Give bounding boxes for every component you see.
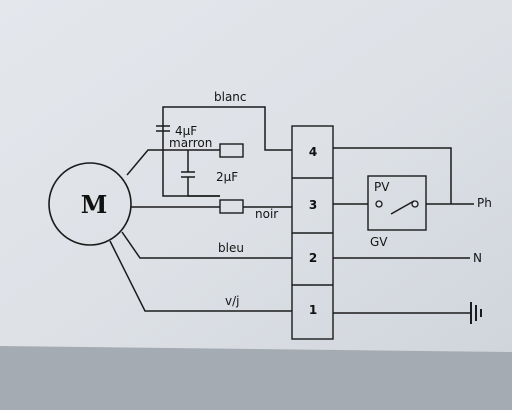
earth-ground-icon	[470, 302, 482, 324]
wire-noir: noir	[131, 199, 292, 221]
motor: M	[48, 162, 132, 246]
wire-blanc-label: blanc	[214, 90, 247, 104]
wire-bleu-line	[121, 231, 292, 259]
terminal-block: 4 3 2 1	[291, 125, 334, 340]
motor-circle	[48, 162, 132, 246]
wire-bleu: bleu	[121, 231, 292, 259]
neutral-label: N	[473, 251, 482, 265]
switch-pv-label: PV	[374, 180, 390, 194]
wire-noir-label: noir	[255, 207, 278, 221]
wire-blanc: blanc	[162, 90, 292, 151]
wire-terminal4-to-ph	[333, 147, 452, 204]
capacitor-2uf-label: 2µF	[216, 170, 238, 184]
wire-marron-line	[126, 149, 220, 176]
switch-gv-label: GV	[370, 235, 388, 249]
wire-marron-label: marron	[169, 136, 212, 150]
speed-switch: PV GV	[367, 175, 427, 249]
paper-sheet	[0, 0, 512, 352]
terminal-4-label: 4	[309, 145, 317, 159]
wire-marron: marron	[126, 136, 244, 176]
switch-lever	[390, 200, 415, 215]
wire-blanc-line	[162, 106, 292, 151]
terminal-3-label: 3	[309, 198, 317, 212]
switch-contact	[375, 200, 383, 208]
capacitor-loop-wire	[162, 150, 220, 197]
supply-wiring	[333, 147, 474, 314]
capacitor-4uf-label: 4µF	[175, 124, 197, 138]
switch-frame	[367, 175, 427, 231]
motor-label: M	[81, 190, 108, 219]
switch-contact	[411, 200, 419, 208]
wire-bleu-label: bleu	[218, 241, 244, 255]
wire-vj: v/j	[109, 240, 292, 312]
connector-marron	[219, 143, 244, 158]
phase-label: Ph	[477, 196, 492, 210]
terminal-2-label: 2	[309, 251, 317, 265]
capacitor-4uf: 4µF	[156, 124, 197, 138]
wire-vj-line	[109, 240, 292, 312]
wire-vj-label: v/j	[225, 294, 239, 308]
terminal-1-label: 1	[309, 303, 317, 317]
